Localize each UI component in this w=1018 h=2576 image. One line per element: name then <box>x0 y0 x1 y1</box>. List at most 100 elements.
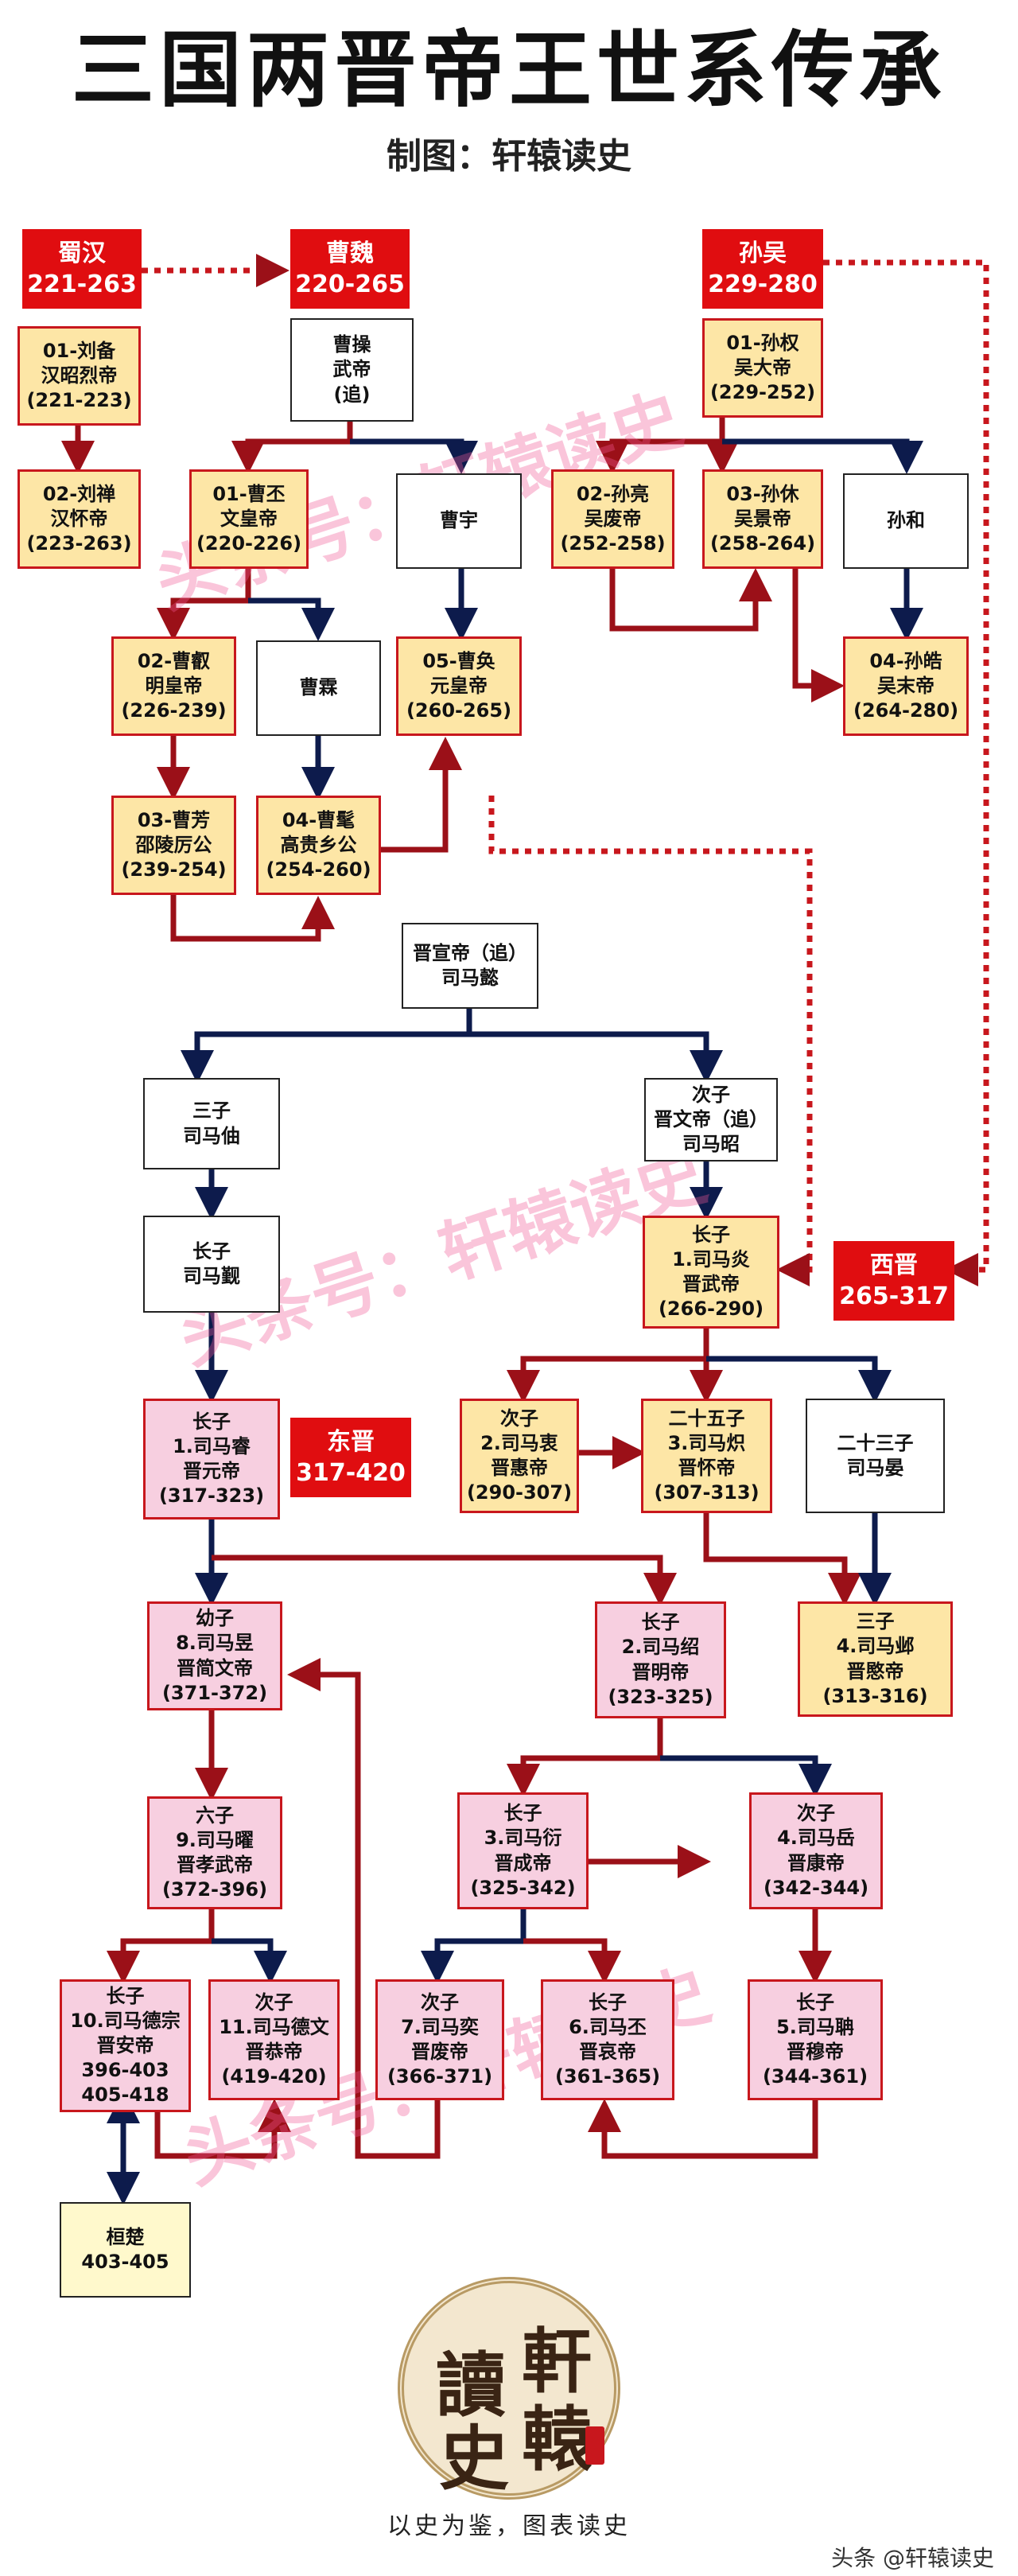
person-line: 4.司马邺 <box>836 1635 915 1658</box>
person-box: 05-曹奂元皇帝(260-265) <box>396 636 522 736</box>
person-box: 01-刘备汉昭烈帝(221-223) <box>17 326 141 426</box>
person-line: 晋武帝 <box>682 1273 740 1295</box>
person-line: 03-孙休 <box>726 482 799 505</box>
person-line: (229-252) <box>709 381 816 404</box>
person-line: 晋穆帝 <box>787 2041 844 2063</box>
person-line: 吴废帝 <box>584 507 642 530</box>
person-box: 02-刘禅汉怀帝(223-263) <box>17 469 141 569</box>
person-line: (221-223) <box>26 389 132 412</box>
person-line: 桓楚 <box>106 2225 145 2248</box>
logo-seal: 讀 軒 史 轅 <box>398 2277 620 2500</box>
seal-char: 轅 <box>522 2398 593 2481</box>
person-line: 11.司马德文 <box>219 2015 329 2038</box>
person-line: (226-239) <box>121 699 227 722</box>
person-line: (344-361) <box>762 2065 868 2088</box>
person-line: 5.司马聃 <box>776 2015 854 2038</box>
person-line: 元皇帝 <box>430 674 488 697</box>
person-line: 晋孝武帝 <box>177 1854 253 1876</box>
person-line: 03-曹芳 <box>137 808 211 831</box>
person-line: 曹操 <box>332 333 371 356</box>
person-line: (239-254) <box>121 858 227 881</box>
person-box: 曹宇 <box>396 473 522 569</box>
person-line: 晋恭帝 <box>245 2041 303 2063</box>
person-line: 02-刘禅 <box>42 482 116 505</box>
person-line: (372-396) <box>161 1878 268 1901</box>
person-line: 晋废帝 <box>411 2041 468 2063</box>
person-box: 04-孙皓吴末帝(264-280) <box>843 636 969 736</box>
person-line: 高贵乡公 <box>280 833 357 856</box>
person-line: 晋愍帝 <box>846 1660 904 1683</box>
person-line: 长子 <box>503 1802 542 1825</box>
person-line: 3.司马炽 <box>667 1431 746 1454</box>
person-line: (323-325) <box>608 1685 713 1708</box>
person-line: (254-260) <box>266 858 371 881</box>
person-line: 7.司马奕 <box>401 2015 479 2038</box>
person-line: (258-264) <box>709 532 816 555</box>
person-line: 01-刘备 <box>42 339 116 362</box>
person-line: (252-258) <box>560 532 666 555</box>
person-line: 次子 <box>797 1802 835 1825</box>
person-box: 03-孙休吴景帝(258-264) <box>702 469 823 569</box>
person-line: (260-265) <box>406 699 512 722</box>
person-line: 403-405 <box>81 2251 169 2273</box>
person-line: (223-263) <box>26 532 132 555</box>
person-line: 吴末帝 <box>877 674 934 697</box>
person-line: 文皇帝 <box>220 507 278 530</box>
person-line: 武帝 <box>332 358 371 381</box>
person-line: 长子 <box>106 1984 145 2007</box>
person-line: 晋简文帝 <box>177 1656 253 1679</box>
person-line: (追) <box>333 383 371 406</box>
person-line: 晋宣帝（追） <box>413 941 527 964</box>
person-line: 吴大帝 <box>734 356 791 379</box>
person-line: (361-365) <box>554 2065 661 2088</box>
person-line: 司马昭 <box>682 1133 740 1156</box>
person-line: 3.司马衍 <box>484 1827 562 1850</box>
seal-char: 軒 <box>522 2320 593 2403</box>
person-line: (266-290) <box>658 1298 764 1321</box>
person-line: 晋康帝 <box>787 1851 845 1874</box>
person-line: (366-371) <box>387 2065 493 2088</box>
person-line: 1.司马炎 <box>672 1247 750 1270</box>
person-line: 长子 <box>589 1990 627 2014</box>
person-box: 01-曹丕文皇帝(220-226) <box>189 469 309 569</box>
person-line: 次子 <box>421 1990 459 2014</box>
person-box: 01-孙权吴大帝(229-252) <box>702 318 823 418</box>
person-line: (325-342) <box>470 1876 576 1899</box>
person-box: 孙和 <box>843 473 969 569</box>
person-line: 10.司马德宗 <box>70 2009 181 2032</box>
person-box: 曹操武帝(追) <box>290 318 414 422</box>
person-box: 次子晋文帝（追）司马昭 <box>644 1078 778 1162</box>
person-line: 01-孙权 <box>726 331 799 354</box>
person-line: 长子 <box>796 1990 834 2014</box>
person-line: 2.司马衷 <box>480 1431 558 1454</box>
person-line: 02-孙亮 <box>576 482 650 505</box>
person-line: 汉怀帝 <box>50 507 108 530</box>
person-line: 三子 <box>856 1610 895 1633</box>
person-line: 2.司马绍 <box>621 1636 700 1659</box>
person-line: 04-孙皓 <box>869 649 942 672</box>
person-line: 长子 <box>692 1223 730 1246</box>
person-line: 4.司马岳 <box>777 1827 855 1850</box>
person-line: 02-曹叡 <box>137 649 211 672</box>
person-line: 晋哀帝 <box>579 2041 636 2063</box>
person-line: 8.司马昱 <box>176 1632 254 1655</box>
person-line: (313-316) <box>822 1684 928 1707</box>
person-box: 三子司马伷 <box>143 1078 280 1169</box>
person-box: 长子司马觐 <box>143 1216 280 1313</box>
person-line: 六子 <box>196 1804 234 1827</box>
person-line: 01-曹丕 <box>212 482 286 505</box>
person-line: (371-372) <box>161 1681 268 1704</box>
person-line: (264-280) <box>853 699 959 722</box>
person-box: 04-曹髦高贵乡公(254-260) <box>256 796 381 895</box>
